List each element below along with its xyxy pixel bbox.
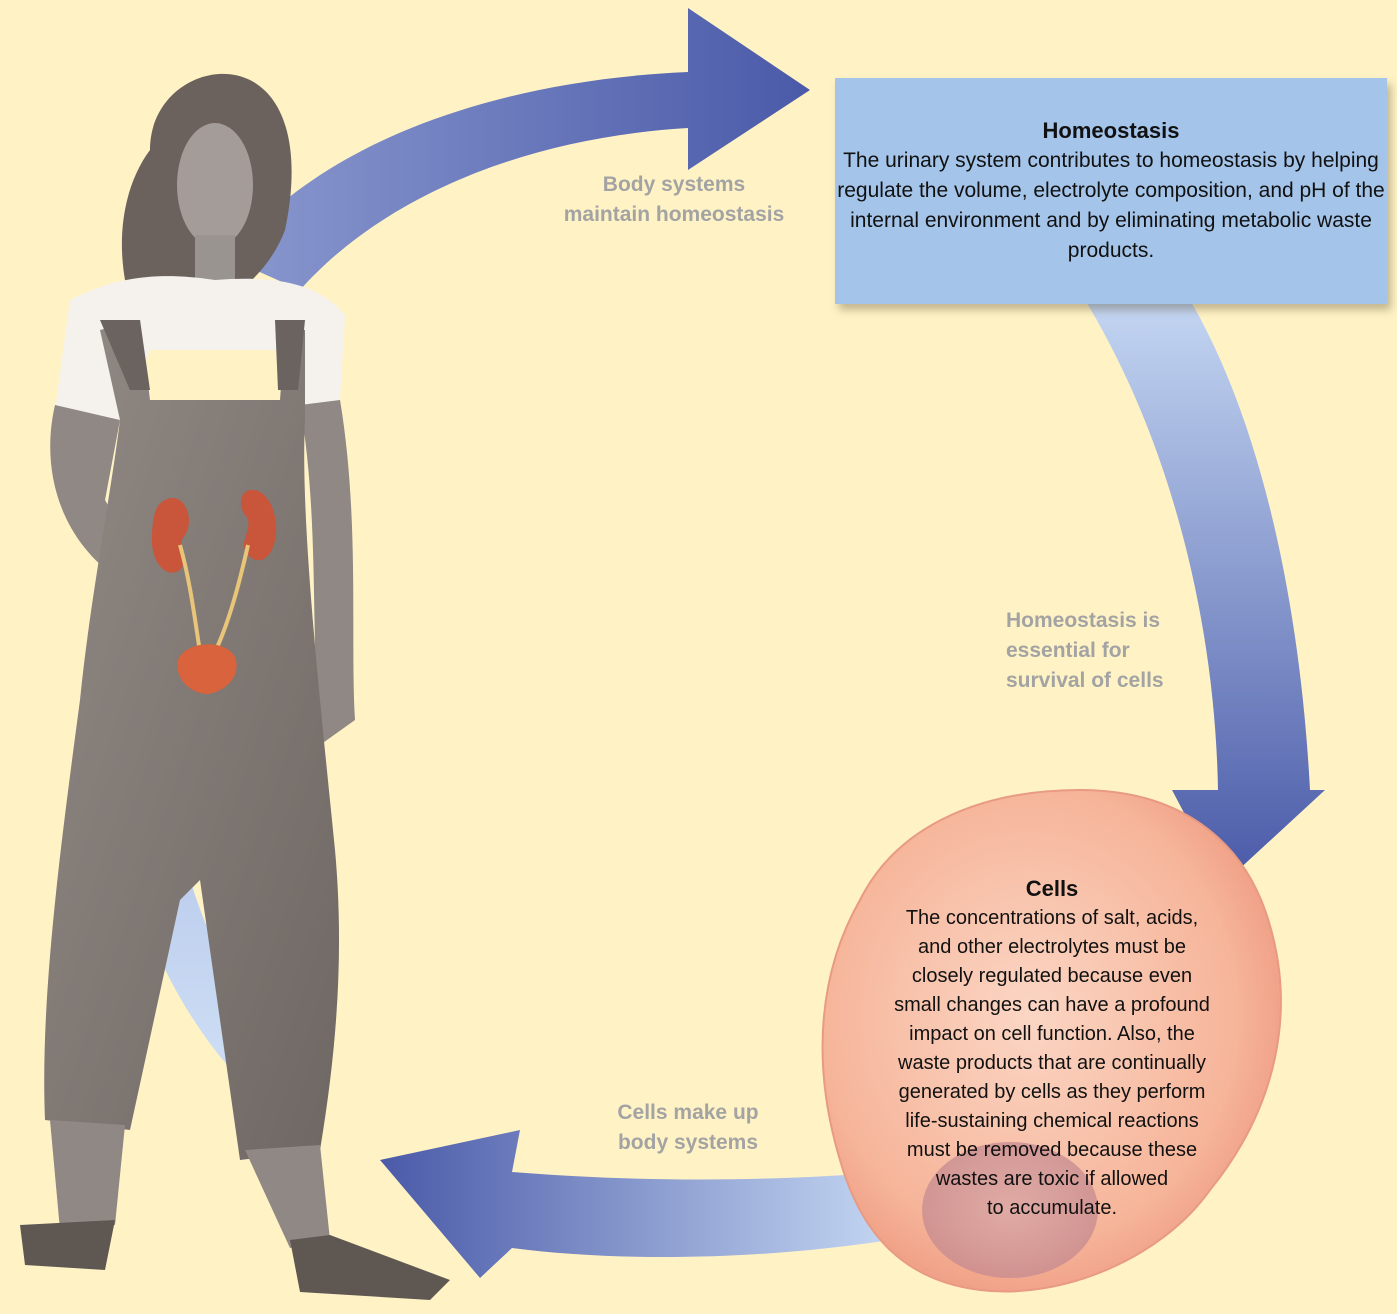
arrow-top xyxy=(228,8,810,290)
flow-label-cells-make-up: Cells make up body systems xyxy=(588,1098,788,1158)
flow-label-homeostasis-essential: Homeostasis is essential for survival of… xyxy=(1006,606,1206,696)
human-figure xyxy=(20,74,450,1300)
cells-title: Cells xyxy=(842,874,1262,904)
homeostasis-title: Homeostasis xyxy=(835,116,1387,146)
homeostasis-description: The urinary system contributes to homeos… xyxy=(835,146,1387,266)
homeostasis-box: Homeostasis The urinary system contribut… xyxy=(835,78,1387,304)
cells-text-block: Cells The concentrations of salt, acids,… xyxy=(842,874,1262,1223)
flow-label-body-systems: Body systems maintain homeostasis xyxy=(548,170,800,230)
cells-description: The concentrations of salt, acids, and o… xyxy=(842,904,1262,1223)
